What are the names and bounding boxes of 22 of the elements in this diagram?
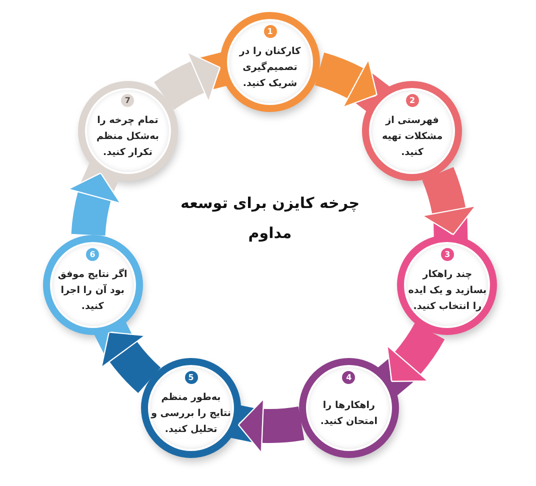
- step-text: راهکارها را امتحان کنید.: [319, 398, 379, 429]
- arrow: [68, 172, 122, 236]
- arrow: [238, 398, 304, 454]
- step-text: به‌طور منظم نتایج را بررسی و تحلیل کنید.: [150, 390, 232, 437]
- arrow: [314, 52, 378, 108]
- arrow: [101, 332, 161, 393]
- diagram-title: چرخه کایزن برای توسعه مداوم: [179, 193, 361, 244]
- step-number-badge: 5: [184, 370, 198, 384]
- step-number-badge: 6: [86, 248, 100, 260]
- step-text: کارکنان را در تصمیم‌گیری شریک کنید.: [238, 45, 302, 91]
- step-number-badge: 1: [264, 25, 276, 38]
- step-text: تمام چرخه را به‌شکل منظم تکرار کنید.: [95, 114, 160, 160]
- step-text: اگر نتایج موفق بود آن را اجرا کنید.: [56, 268, 128, 314]
- step-number-badge: 7: [121, 94, 134, 107]
- step-number-badge: 2: [406, 94, 419, 107]
- arrow: [422, 167, 476, 235]
- step-number-badge: 4: [342, 370, 356, 384]
- arrow: [154, 52, 220, 110]
- step-text: فهرستی از مشکلات تهیه کنید.: [380, 114, 444, 160]
- step-text: چند راهکار بسازید و یک ایده را انتخاب کنید.: [407, 268, 488, 314]
- arrow: [386, 322, 444, 382]
- step-number-badge: 3: [440, 248, 454, 260]
